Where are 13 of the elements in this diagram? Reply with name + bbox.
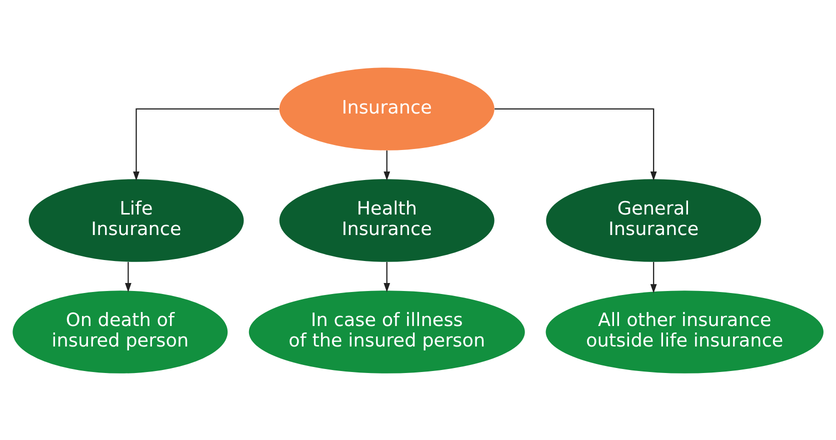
arrow bbox=[124, 262, 132, 292]
node-ellipse: Insurance bbox=[279, 67, 494, 150]
node-ellipse: Health Insurance bbox=[279, 178, 494, 262]
arrow bbox=[133, 108, 280, 180]
arrow bbox=[494, 108, 657, 180]
node-ellipse: General Insurance bbox=[546, 178, 762, 262]
node-ellipse: On death of insured person bbox=[12, 290, 228, 373]
arrow bbox=[384, 150, 390, 180]
node-ellipse: In case of illness of the insured person bbox=[248, 290, 525, 373]
node-ellipse: Life Insurance bbox=[28, 178, 244, 262]
node-ellipse: All other insurance outside life insurance bbox=[546, 290, 824, 373]
arrow bbox=[650, 262, 657, 293]
arrow bbox=[384, 262, 390, 292]
